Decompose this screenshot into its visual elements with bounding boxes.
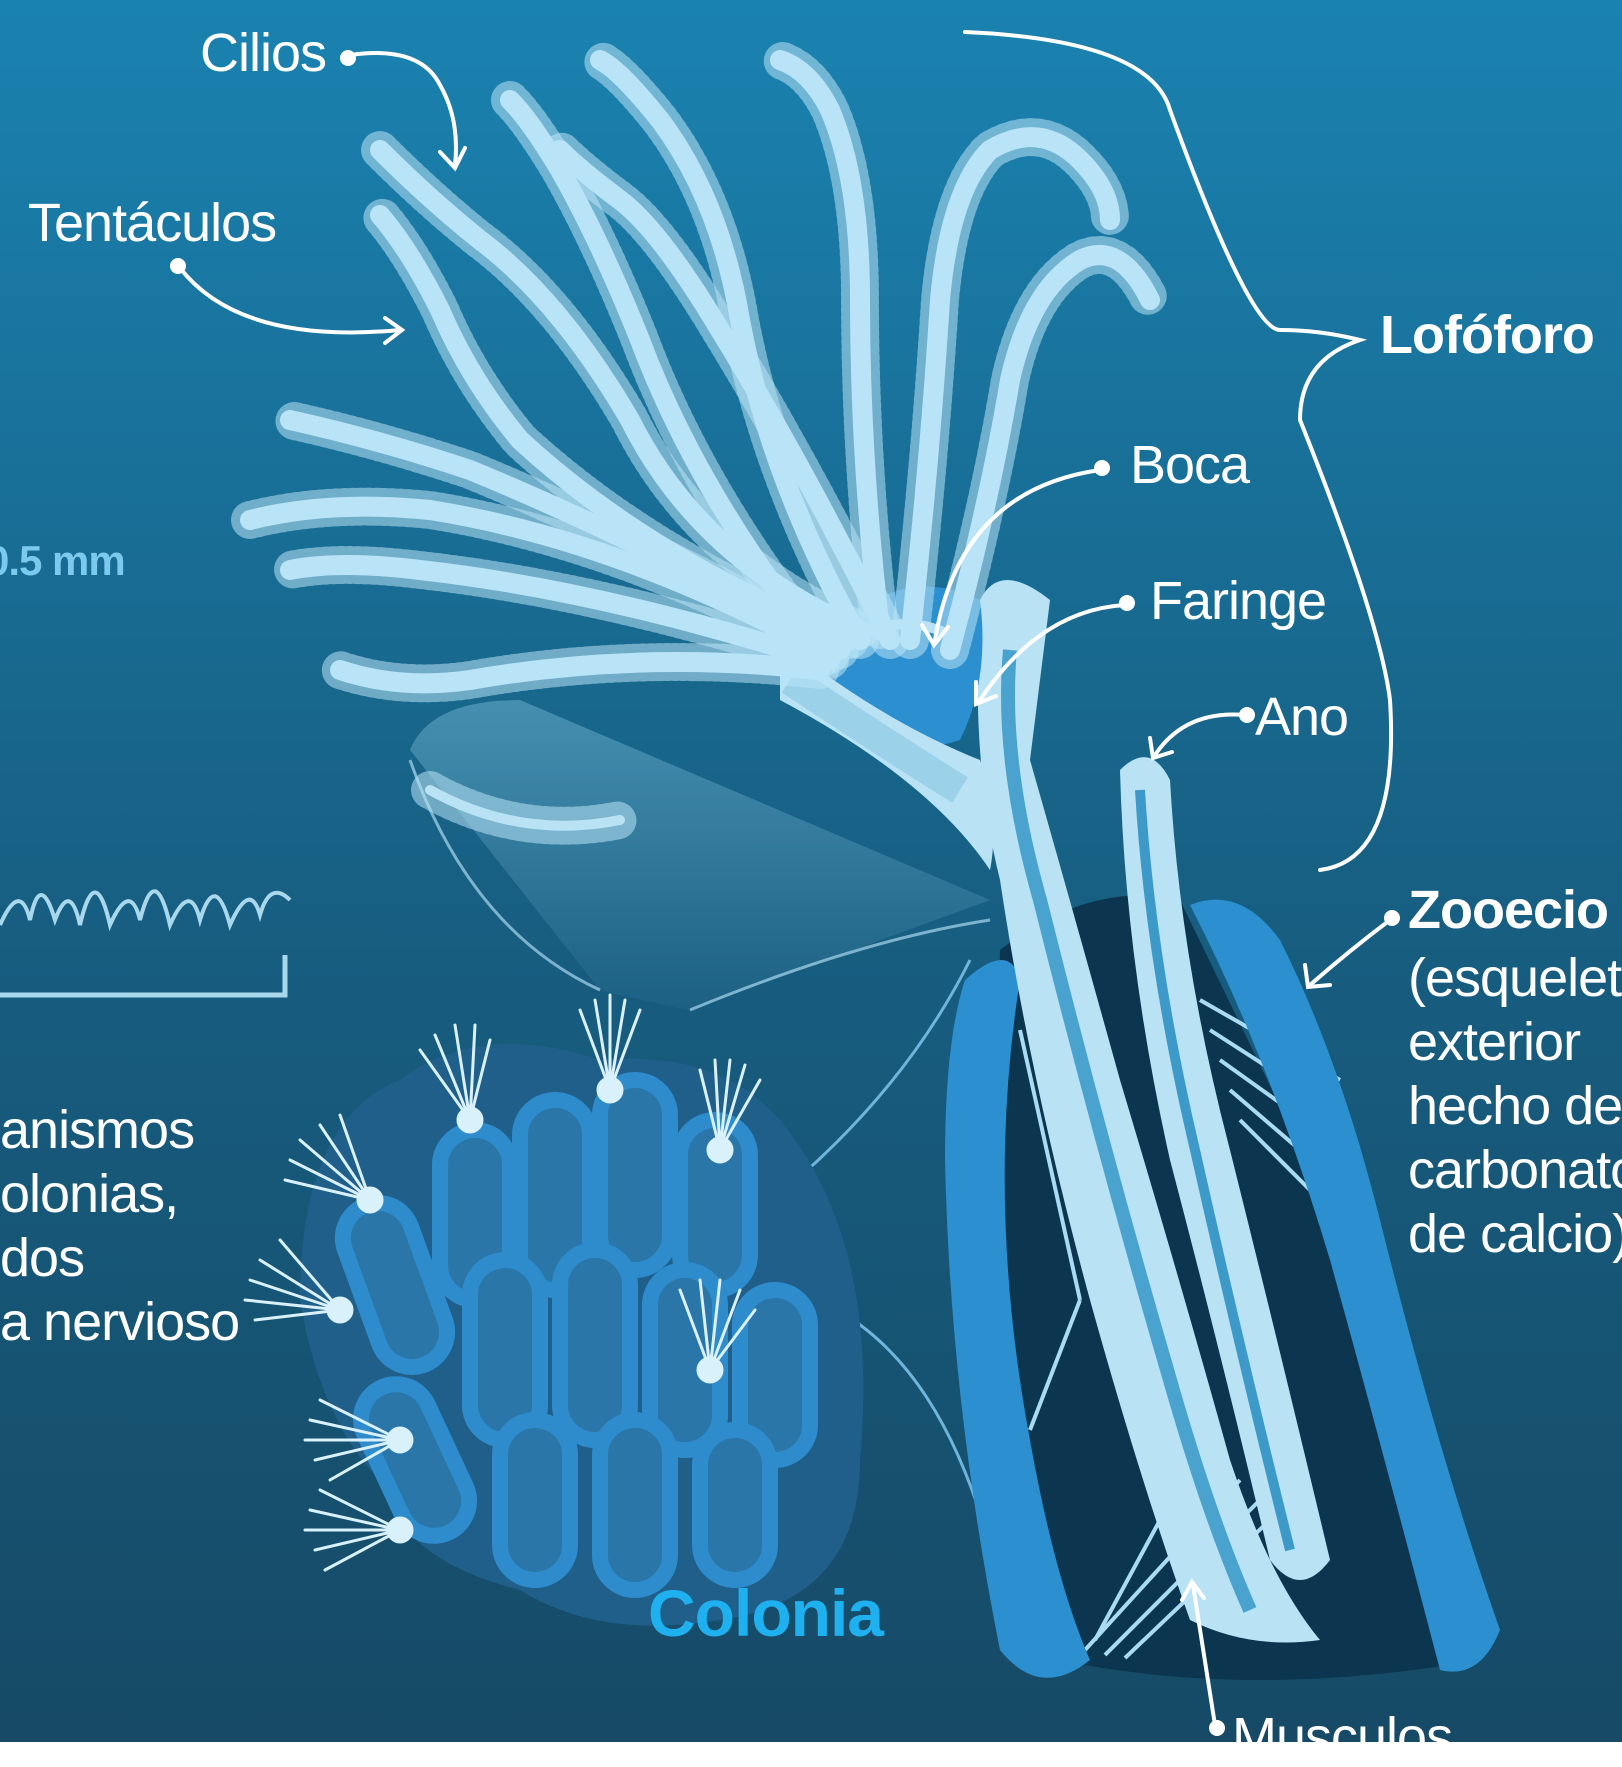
zooecio-desc-line: exterior	[1408, 1010, 1622, 1074]
zooecio-desc-line: carbonato	[1408, 1138, 1622, 1202]
cilios-label: Cilios	[200, 26, 326, 80]
left-desc-line: olonias,	[0, 1162, 239, 1226]
zooecio-desc-line: (esquelet	[1408, 946, 1622, 1010]
tentaculos-label: Tentáculos	[28, 196, 276, 250]
zooecio-desc-line: hecho de	[1408, 1074, 1622, 1138]
scale-label: 0.5 mm	[0, 540, 125, 582]
faringe-label: Faringe	[1150, 574, 1326, 628]
left-desc-line: a nervioso	[0, 1290, 239, 1354]
zooecio-desc-line: de calcio)	[1408, 1202, 1622, 1266]
zooecio-label: Zooecio	[1408, 883, 1608, 937]
left-desc-line: dos	[0, 1226, 239, 1290]
zooecio-description: (esquelet exterior hecho de carbonato de…	[1408, 946, 1622, 1266]
colonia-label: Colonia	[648, 1580, 883, 1646]
musculos-label: Musculos	[1232, 1710, 1452, 1764]
lofoforo-label: Lofóforo	[1380, 308, 1594, 362]
boca-label: Boca	[1130, 438, 1249, 492]
left-description: anismos olonias, dos a nervioso	[0, 1098, 239, 1354]
ano-label: Ano	[1255, 690, 1348, 744]
left-desc-line: anismos	[0, 1098, 239, 1162]
